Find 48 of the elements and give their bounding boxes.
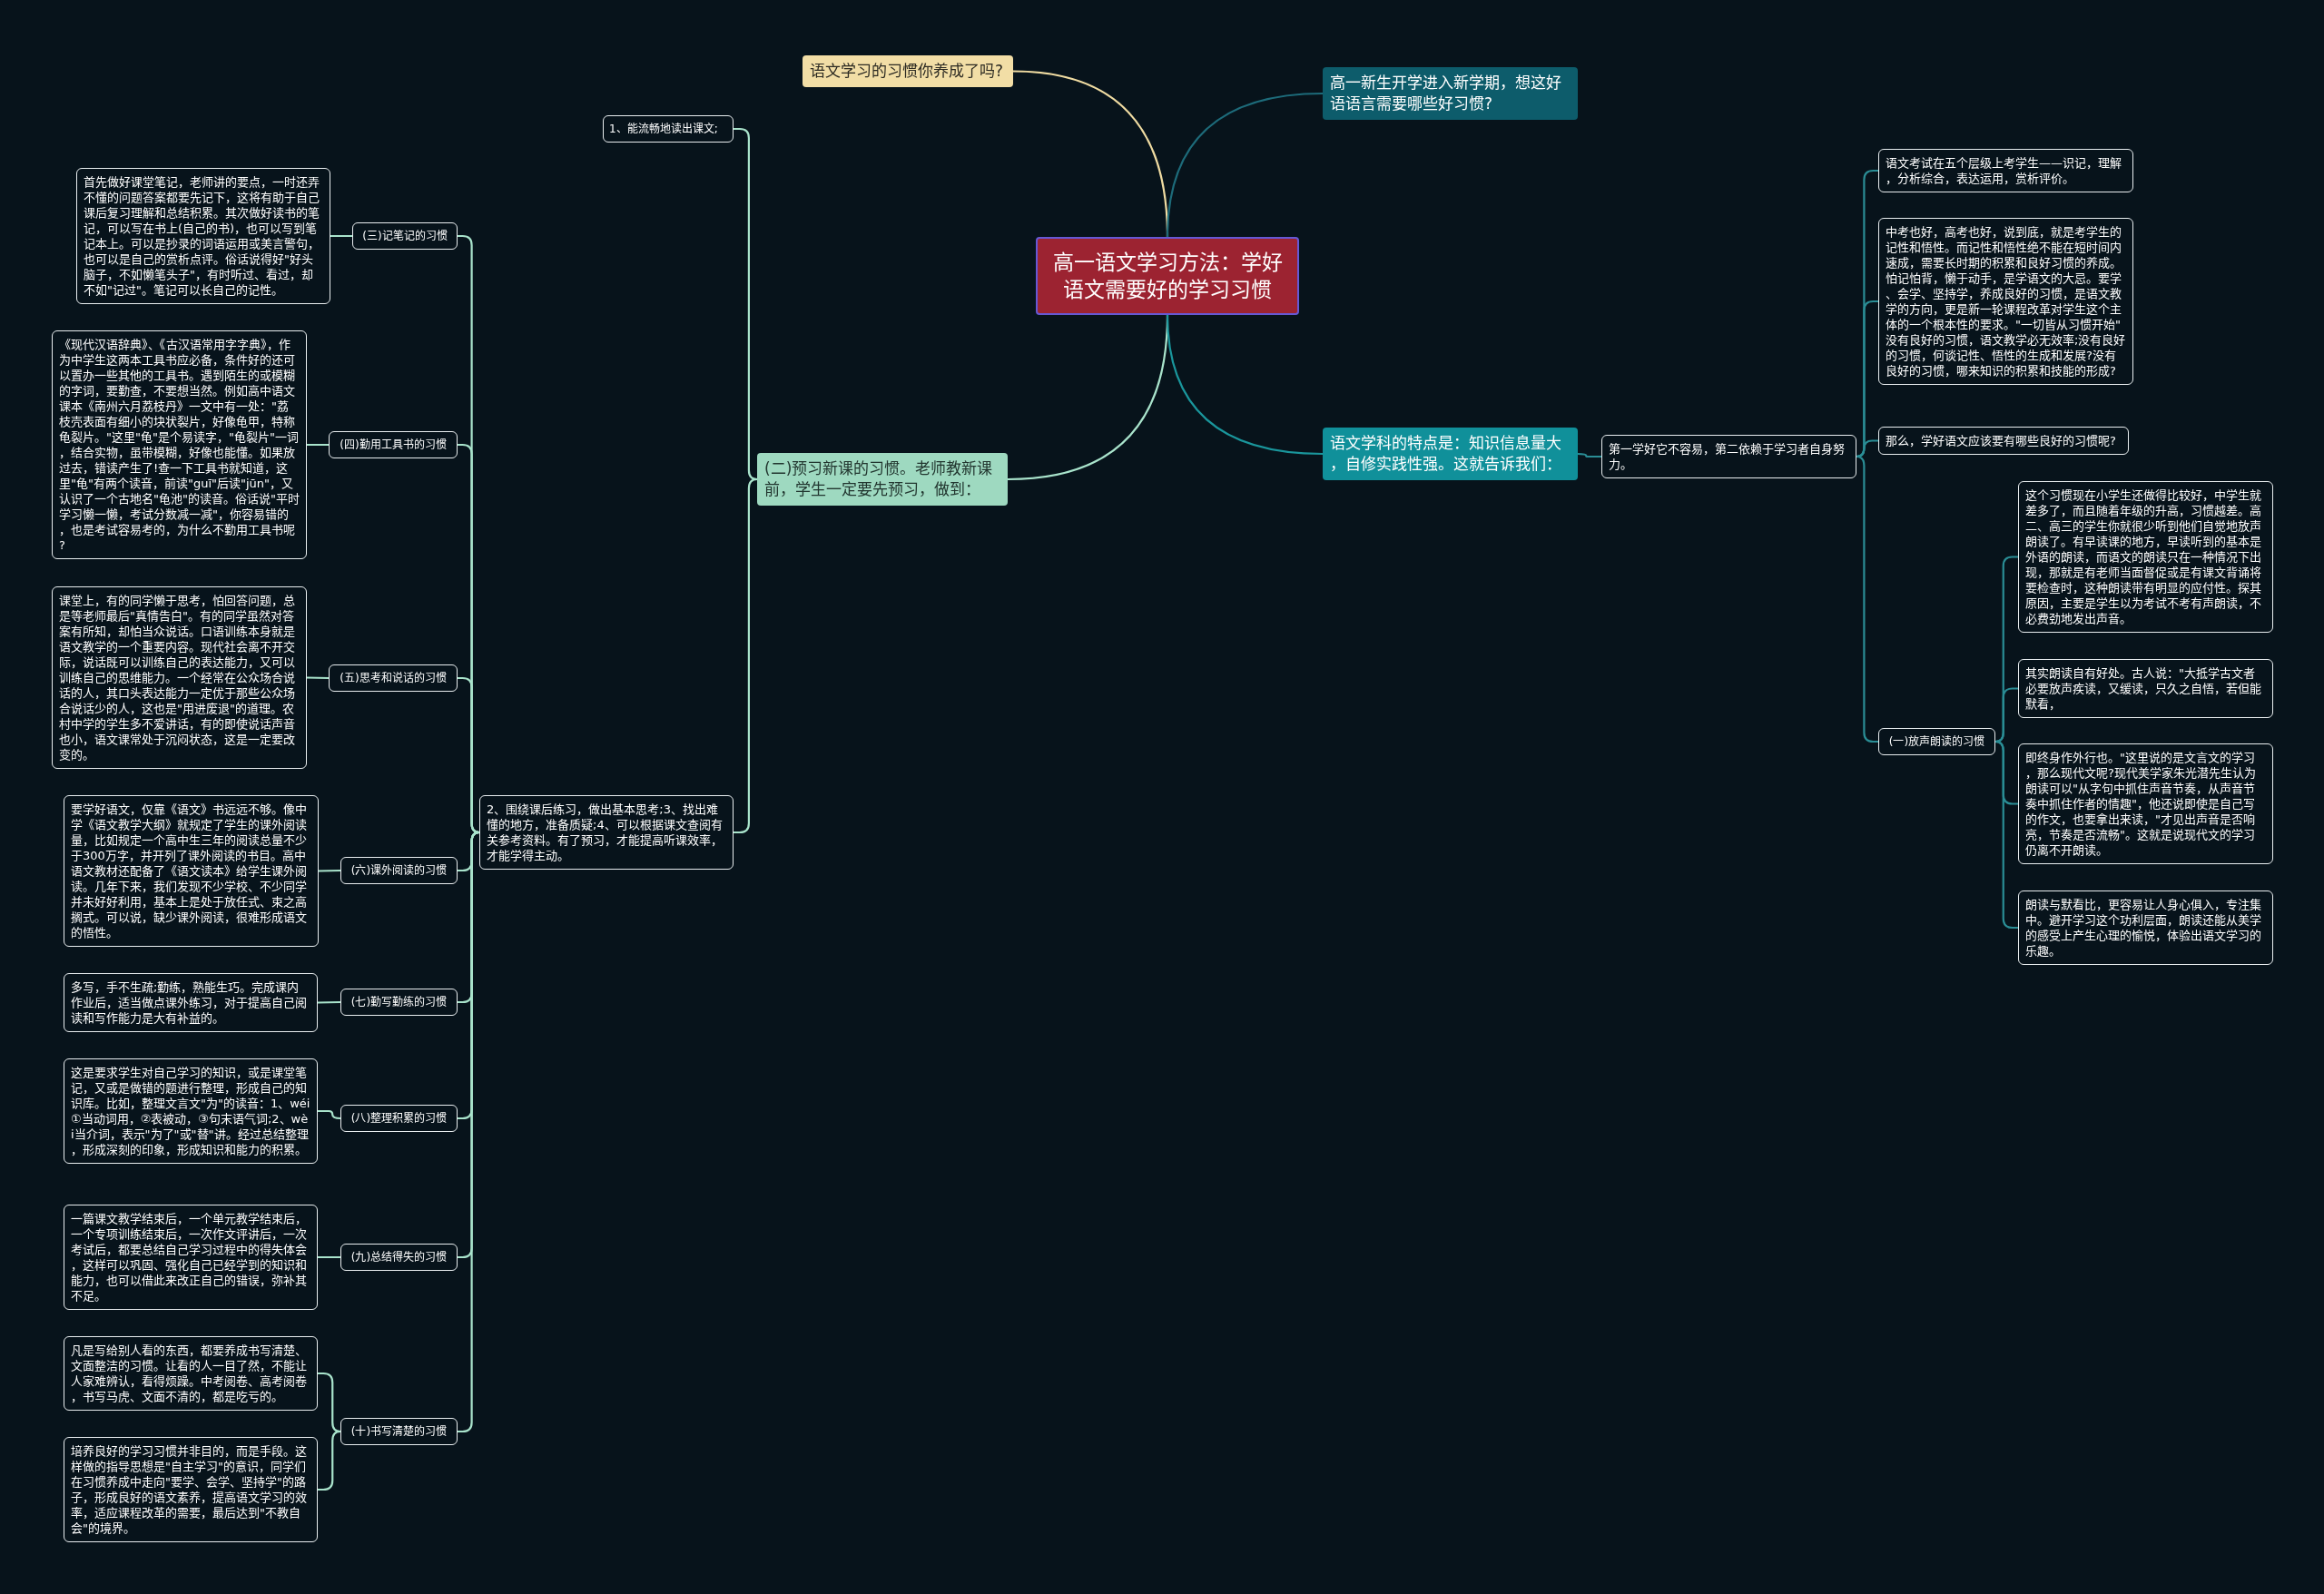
subtopic-node: (三)记笔记的习惯 [352, 222, 458, 250]
note-card: 《现代汉语辞典》、《古汉语常用字字典》，作为中学生这两本工具书应必备，条件好的还可以置办一些其他的工具书。遇到陌生的或模糊的字词，要勤查，不要想当然。例如高中语文课本《南州六月荔枝丹》一文中有一处："荔枝壳表面有细小的块状裂片，好像龟甲，特称龟裂片。"这里"龟"是个易读字，"龟裂片"一词，结合实物，虽带模糊，好像也能懂。如果放过去，错读产生了!查一下工具书就知道，这里"龟"有两个读音，前读"guī"后读"jūn"，又认识了一个古地名"龟池"的读音。俗话说"平时学习懒一懒，考试分数减一减"，你容易错的，也是考试容易考的，为什么不勤用工具书呢? [52, 330, 307, 559]
note-card: 这是要求学生对自己学习的知识，或是课堂笔记，又或是做错的题进行整理，形成自己的知识库。比如，整理文言文"为"的读音：1、wéi①当动词用，②表被动，③句末语气词;2、wèi当介词，表示"为了"或"替"讲。经过总结整理，形成深刻的印象，形成知识和能力的积累。 [64, 1058, 318, 1164]
connector-line [1166, 92, 1324, 239]
subtopic-node: (五)思考和说话的习惯 [329, 664, 458, 692]
subtopic-node: 1、能流畅地读出课文; [603, 115, 734, 143]
note-card: 课堂上，有的同学懒于思考，怕回答问题，总是等老师最后"真情告白"。有的同学虽然对答案有所知，却怕当众说话。口语训练本身就是语文教学的一个重要内容。现代社会离不开交际，说话既可以训练自己的表达能力，又可以训练自己的思维能力。一个经常在公众场合说话的人，其口头表达能力一定优于那些公众场合说话少的人，这也是"用进废退"的道理。农村中学的学生多不爱讲话，有的即使说话声音也小，语文课常处于沉闷状态，这是一定要改变的。 [52, 586, 307, 769]
subtopic-node: (九)总结得失的习惯 [340, 1244, 458, 1271]
connector-line [1576, 452, 1603, 458]
connector-line [316, 1430, 342, 1491]
note-card: 首先做好课堂笔记，老师讲的要点，一时还弄不懂的问题答案都要先记下，这将有助于自己课后复习理解和总结积累。其次做好读书的笔记，可以写在书上(自己的书)，也可以写到笔记本上。可以是抄录的词语运用或美言警句，也可以是自己的赏析点评。俗话说得好"好头脑子，不如懒笔头子"，有时听过、看过，却不如"记过"。笔记可以长自己的记性。 [76, 168, 330, 304]
subtopic-node: (十)书写清楚的习惯 [340, 1418, 458, 1445]
connector-line [316, 1000, 342, 1004]
connector-line [456, 831, 481, 1433]
connector-line [1166, 313, 1324, 456]
subtopic-node: (七)勤写勤练的习惯 [340, 989, 458, 1016]
note-card: 语文考试在五个层级上考学生——识记，理解，分析综合，表达运用，赏析评价。 [1878, 149, 2133, 192]
note-card: 凡是写给别人看的东西，都要养成书写清楚、文面整洁的习惯。让看的人一目了然，不能让人家难辨认，看得烦躁。中考阅卷、高考阅卷，书写马虎、文面不清的，都是吃亏的。 [64, 1336, 318, 1411]
connector-line [732, 477, 759, 834]
subtopic-node: (四)勤用工具书的习惯 [329, 431, 458, 458]
note-card: 多写，手不生疏;勤练，熟能生巧。完成课内作业后，适当做点课外练习，对于提高自己阅读和写作能力是大有补益的。 [64, 973, 318, 1032]
note-card: 那么，学好语文应该要有哪些良好的习惯呢? [1878, 427, 2129, 455]
connector-line [1994, 740, 2020, 930]
connector-line [305, 443, 330, 447]
note-card: 培养良好的学习习惯并非目的，而是手段。这样做的指导思想是"自主学习"的意识，同学们在习惯养成中走向"要学、会学、坚持学"的路子，形成良好的语文素养，提高语文学习的效率，适应课程改革的需要，最后达到"不教自会"的境界。 [64, 1437, 318, 1542]
note-card: 一篇课文教学结束后，一个单元教学结束后，一个专项训练结束后，一次作文评讲后，一次考试后，都要总结自己学习过程中的得失体会，这样可以巩固、强化自己已经学到的知识和能力，也可以借此来改正自己的错误，弥补其不足。 [64, 1205, 318, 1310]
connector-line [329, 234, 354, 238]
note-card: 要学好语文，仅靠《语文》书远远不够。像中学《语文教学大纲》就规定了学生的课外阅读量，比如规定一个高中生三年的阅读总量不少于300万字，并开列了课外阅读的书目。高中语文教材还配备了《语文读本》给学生课外阅读。几年下来，我们发现不少学校、不少同学并未好好利用，基本上是处于放任式、束之高搁式。可以说，缺少课外阅读，很难形成语文的悟性。 [64, 795, 319, 947]
connector-line [1855, 455, 1880, 743]
connector-line [316, 1109, 342, 1120]
branch-topic: 语文学习的习惯你养成了吗? [803, 55, 1013, 87]
subtopic-node: (八)整理积累的习惯 [340, 1105, 458, 1132]
note-card: 朗读与默看比，更容易让人身心俱入，专注集中。避开学习这个功利层面，朗读还能从美学的感受上产生心理的愉悦，体验出语文学习的乐趣。 [2018, 890, 2273, 965]
branch-topic: (二)预习新课的习惯。老师教新课前，学生一定要先预习，做到： [757, 453, 1008, 506]
branch-topic: 高一新生开学进入新学期，想这好语语言需要哪些好习惯? [1323, 67, 1578, 120]
subtopic-node: (一)放声朗读的习惯 [1878, 728, 1995, 755]
note-card: 2、围绕课后练习，做出基本思考;3、找出难懂的地方，准备质疑;4、可以根据课文查阅有关参考资料。有了预习，才能提高听课效率，才能学得主动。 [479, 795, 734, 870]
note-card: 这个习惯现在小学生还做得比较好，中学生就差多了，而且随着年级的升高，习惯越差。高二、高三的学生你就很少听到他们自觉地放声朗读了。有早读课的地方，早读听到的基本是外语的朗读，而语文的朗读只在一种情况下出现，那就是有老师当面督促或是有课文背诵将要检查时，这种朗读带有明显的应付性。探其原因，主要是学生以为考试不考有声朗读，不必费劲地发出声音。 [2018, 481, 2273, 633]
central-topic: 高一语文学习方法：学好语文需要好的学习习惯 [1036, 237, 1299, 315]
branch-topic: 语文学科的特点是：知识信息量大，自修实践性强。这就告诉我们： [1323, 428, 1578, 480]
connector-line [317, 869, 342, 872]
note-card: 即终身作外行也。"这里说的是文言文的学习，那么现代文呢?现代美学家朱光潜先生认为朗读可以"从字句中抓住声音节奏，从声音节奏中抓住作者的情趣"，他还说即使是自己写的作文，也要拿出来读，"才见出声音是否响亮，节奏是否流畅"。这就是说现代文的学习仍离不开朗读。 [2018, 743, 2273, 864]
note-card: 中考也好，高考也好，说到底，就是考学生的记性和悟性。而记性和悟性绝不能在短时间内速成，需要长时期的积累和良好习惯的养成。怕记怕背，懒于动手，是学语文的大忌。要学、会学、坚持学，养成良好的习惯，是语文教学的方向，更是新一轮课程改革对学生这个主体的一个根本性的要求。"一切皆从习惯开始"没有良好的习惯，语文教学必无效率;没有良好的习惯，何谈记性、悟性的生成和发展?没有良好的习惯，哪来知识的积累和技能的形成? [1878, 218, 2133, 385]
subtopic-node: (六)课外阅读的习惯 [340, 857, 458, 884]
note-card: 第一学好它不容易，第二依赖于学习者自身努力。 [1601, 435, 1856, 478]
connector-line [305, 676, 330, 680]
connector-line [316, 1255, 342, 1259]
note-card: 其实朗读自有好处。古人说："大抵学古文者必要放声疾读，又缓读，只久之自悟，若但能默看， [2018, 659, 2273, 718]
